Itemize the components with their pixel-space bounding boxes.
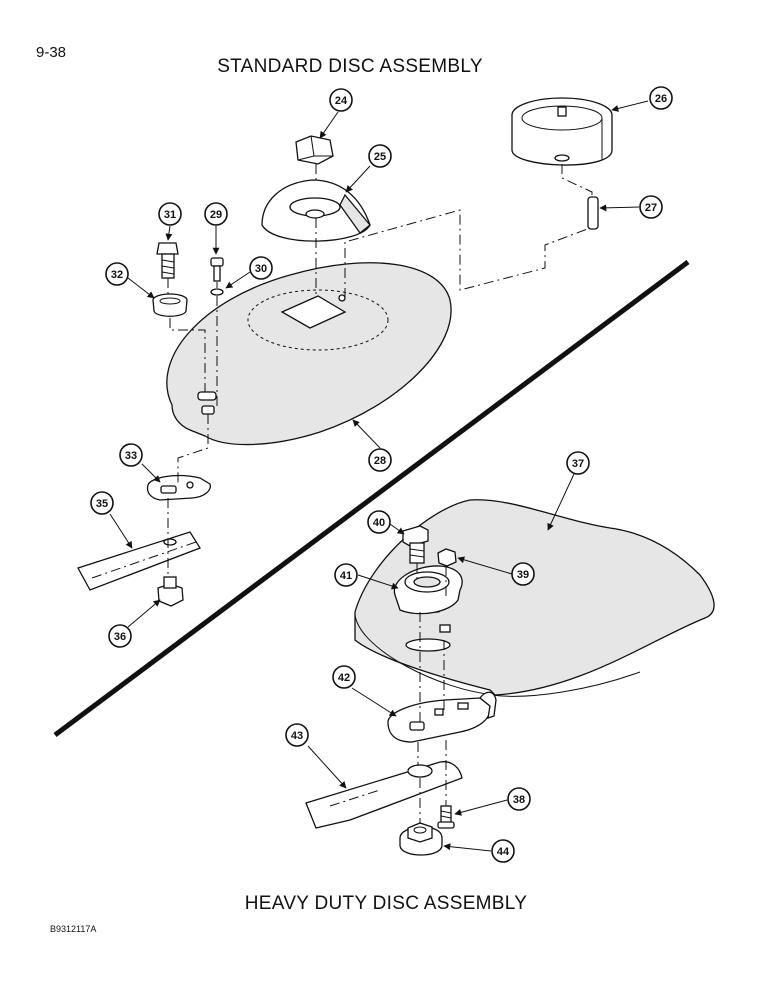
callout-27: 27 [639,195,663,219]
svg-text:28: 28 [374,455,386,467]
section-divider [53,259,690,738]
callout-39: 39 [511,562,535,586]
bolt-40 [402,525,429,564]
oval-cup-41 [393,565,463,615]
callout-41: 41 [334,563,358,587]
washer-30 [210,288,224,296]
svg-text:31: 31 [164,209,176,221]
page-number: 9-38 [36,44,67,61]
svg-text:41: 41 [340,570,352,582]
svg-text:42: 42 [338,672,350,684]
heavy-duty-disc-assembly-title: HEAVY DUTY DISC ASSEMBLY [244,893,528,914]
pin-27 [587,196,599,230]
svg-text:40: 40 [373,517,385,529]
knife-holder-42 [387,691,497,743]
callout-42: 42 [332,665,356,689]
cone-25 [261,179,371,242]
callout-33: 33 [119,443,143,467]
svg-text:38: 38 [513,794,525,806]
ring-26 [511,97,613,166]
svg-text:29: 29 [210,209,222,221]
svg-text:33: 33 [125,450,137,462]
bolt-38 [437,805,455,829]
nut-39 [437,548,457,567]
callout-24: 24 [329,88,353,112]
svg-text:32: 32 [111,269,123,281]
svg-text:44: 44 [497,846,510,858]
heavy-duty-disc [354,499,715,697]
callout-44: 44 [491,839,515,863]
cup-32 [152,293,188,317]
svg-text:43: 43 [291,730,303,742]
callout-31: 31 [158,202,182,226]
callout-25: 25 [368,144,392,168]
svg-text:36: 36 [114,631,126,643]
nut-24 [295,135,334,165]
reference-code: B9312117A [50,924,97,934]
svg-text:37: 37 [572,458,584,470]
bolt-31 [156,242,179,279]
callout-43: 43 [285,723,309,747]
svg-text:39: 39 [517,569,529,581]
callout-36: 36 [108,624,132,648]
nut-44 [399,822,443,856]
svg-text:25: 25 [374,151,386,163]
knife-43 [305,761,463,829]
standard-disc [166,262,452,446]
callout-26: 26 [649,86,673,110]
callout-28: 28 [368,448,392,472]
callout-40: 40 [367,510,391,534]
callout-32: 32 [105,262,129,286]
standard-disc-assembly-title: STANDARD DISC ASSEMBLY [217,56,483,77]
bolt-29 [210,257,224,282]
knife-35 [77,531,201,591]
callout-30: 30 [249,256,273,280]
svg-text:27: 27 [645,202,657,214]
callout-38: 38 [507,787,531,811]
svg-text:24: 24 [335,95,348,107]
callout-29: 29 [204,202,228,226]
svg-text:30: 30 [255,263,267,275]
knife-holder-33 [146,474,211,501]
svg-text:26: 26 [655,93,667,105]
nut-36 [157,576,184,607]
callout-37: 37 [566,451,590,475]
svg-text:35: 35 [96,498,108,510]
callout-35: 35 [90,491,114,515]
